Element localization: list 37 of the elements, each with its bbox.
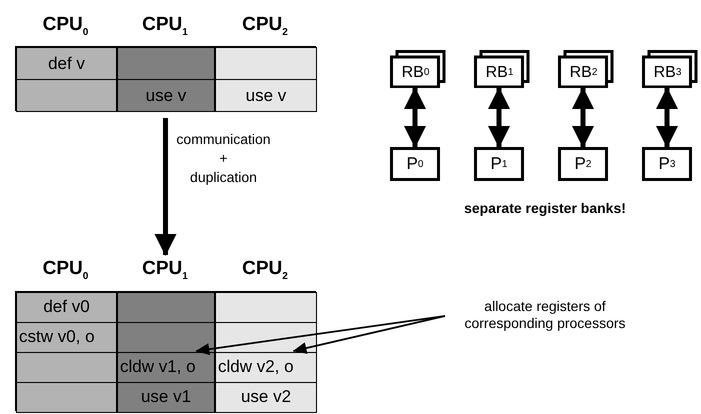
register-bank-box xyxy=(642,50,698,88)
double-arrow xyxy=(656,87,678,148)
table-cell: def v0 xyxy=(16,292,117,322)
column-header: CPU$_{1}$ xyxy=(141,14,189,38)
table-cell: use v1 xyxy=(117,382,215,412)
register-bank-box xyxy=(558,50,614,88)
table-cell: cldw v1, o xyxy=(117,352,215,382)
table-cell xyxy=(16,79,117,112)
table-cell: cstw v0, o xyxy=(16,322,117,352)
register-bank-box xyxy=(390,50,446,88)
table-cell xyxy=(215,47,317,80)
table-cell xyxy=(16,382,117,412)
register-table xyxy=(15,46,316,111)
table-cell: use v xyxy=(215,79,317,112)
column-header: CPU$_{0}$ xyxy=(42,14,90,38)
register-bank-box xyxy=(474,50,530,88)
callout-note: allocate registers of corresponding processors xyxy=(445,298,645,358)
table-cell: def v xyxy=(16,47,117,80)
table-cell xyxy=(117,47,215,80)
column-header: CPU$_{1}$ xyxy=(141,258,189,282)
leader-arrow xyxy=(292,315,446,354)
column-header: CPU$_{2}$ xyxy=(241,258,289,282)
double-arrow xyxy=(488,87,510,148)
table-cell: use v xyxy=(117,79,215,112)
arrow xyxy=(154,118,176,256)
column-header: CPU$_{2}$ xyxy=(241,14,289,38)
column-header: CPU$_{0}$ xyxy=(42,258,90,282)
caption-text: separate register banks! xyxy=(463,200,627,216)
register-table xyxy=(15,291,316,411)
table-cell: use v2 xyxy=(215,382,317,412)
table-cell xyxy=(16,352,117,382)
double-arrow xyxy=(572,87,594,148)
table-cell xyxy=(215,292,317,322)
double-arrow xyxy=(404,87,426,148)
table-cell xyxy=(117,292,215,322)
table-cell: cldw v2, o xyxy=(215,352,317,382)
table-cell xyxy=(117,322,215,352)
